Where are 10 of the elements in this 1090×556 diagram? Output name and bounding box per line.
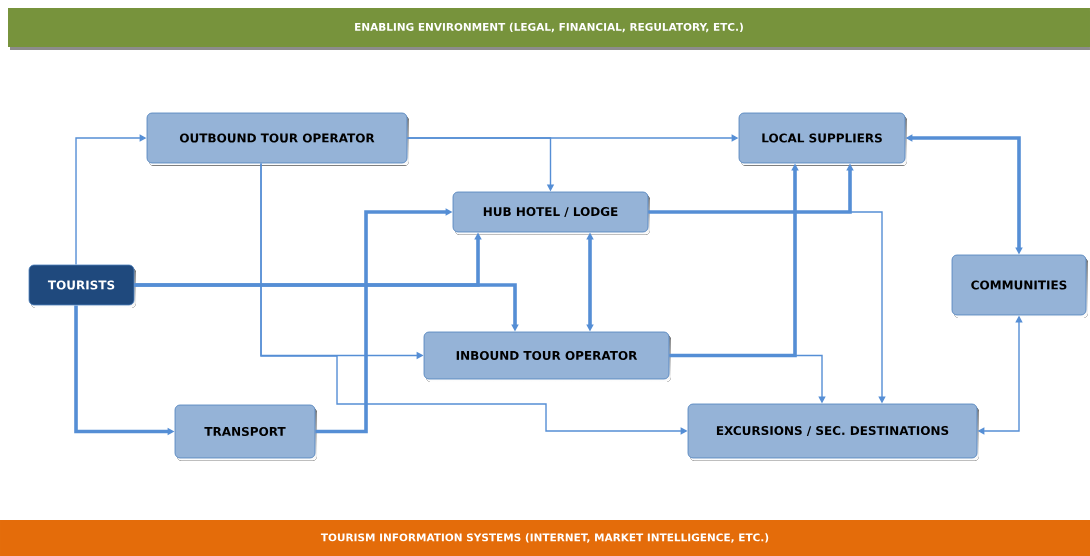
process-box: INBOUND TOUR OPERATOR [423,331,671,382]
process-box: COMMUNITIES [951,254,1088,318]
process-box: EXCURSIONS / SEC. DESTINATIONS [687,403,979,461]
process-box: HUB HOTEL / LODGE [452,191,650,235]
process-box: LOCAL SUPPLIERS [738,112,907,166]
banner: TOURISM INFORMATION SYSTEMS (INTERNET, MARKET INTELLIGENCE, ETC.) [0,520,1090,556]
process-box: TOURISTS [28,264,136,308]
process-box: OUTBOUND TOUR OPERATOR [146,112,409,166]
banner: ENABLING ENVIRONMENT (LEGAL, FINANCIAL, REGULATORY, ETC.) [8,8,1090,50]
process-box: TRANSPORT [174,404,317,461]
